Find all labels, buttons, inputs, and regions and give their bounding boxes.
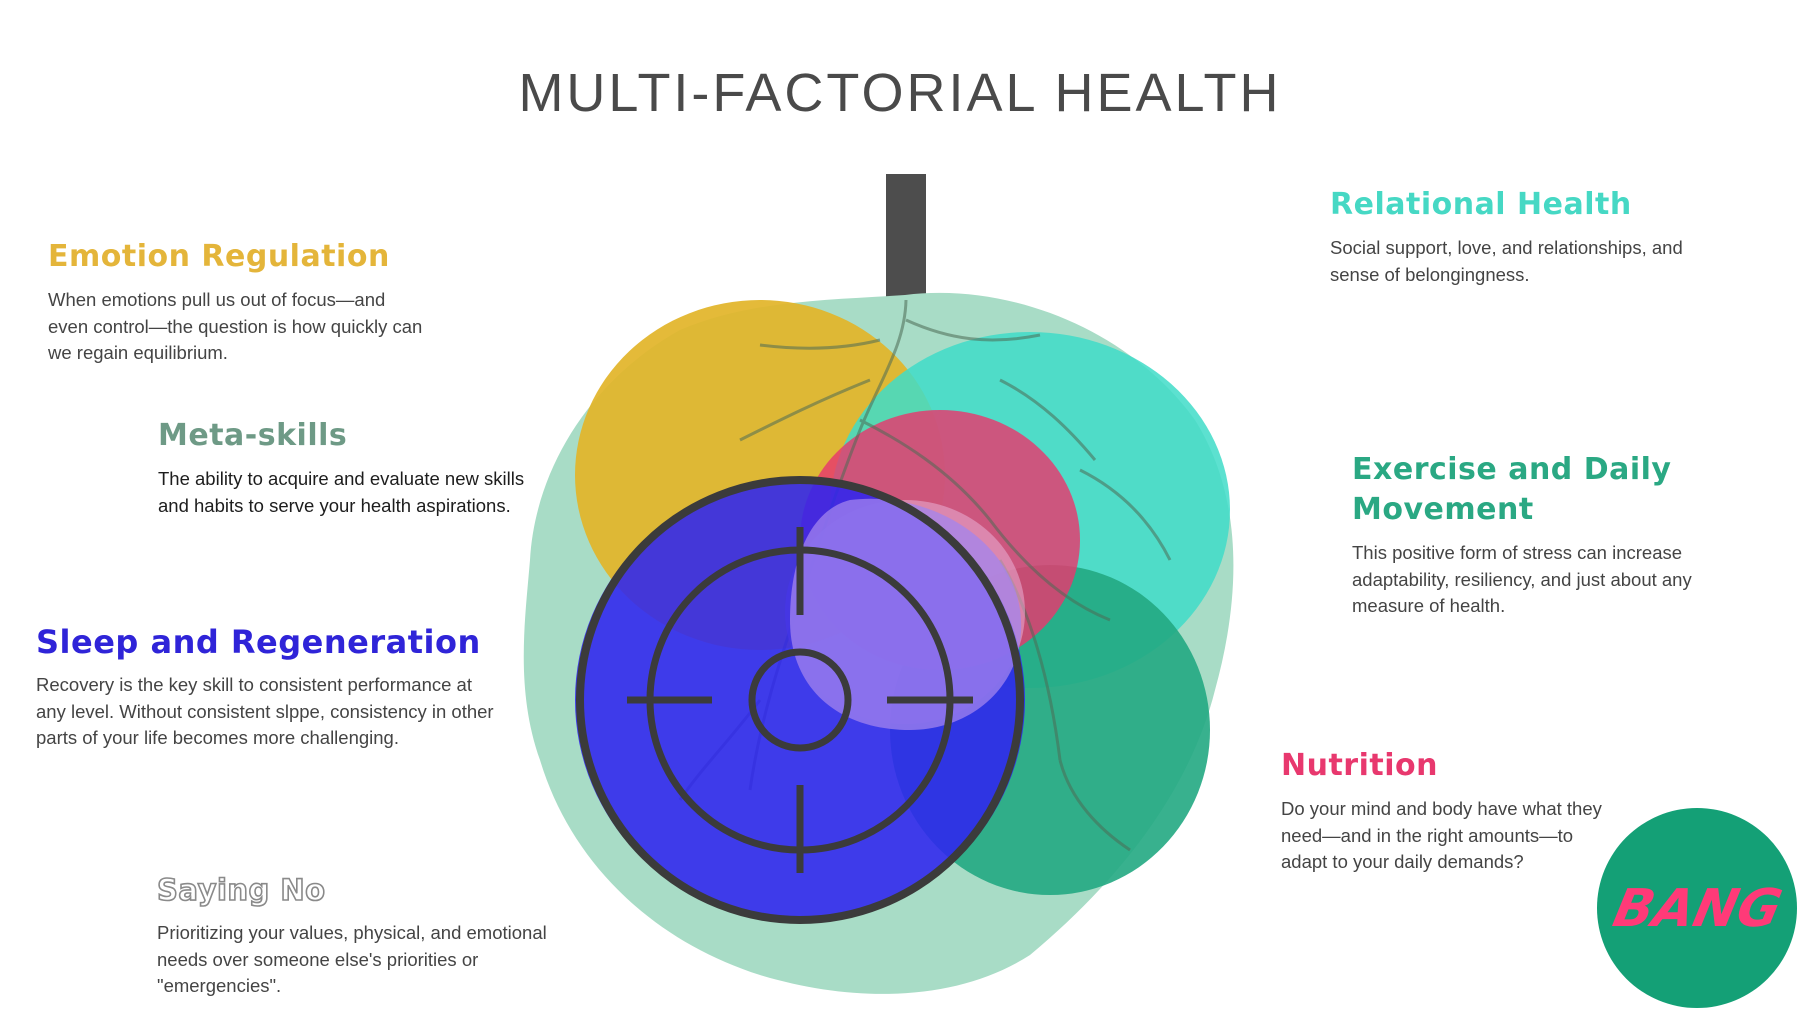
factor-meta-skills: Meta-skills The ability to acquire and e… (158, 416, 528, 519)
bang-logo: BANG (1597, 808, 1797, 1008)
factor-heading: Relational Health (1330, 187, 1632, 222)
factor-exercise-movement: Exercise and Daily Movement This positiv… (1352, 450, 1732, 620)
factor-description: When emotions pull us out of focus—and e… (48, 289, 423, 363)
factor-description: Social support, love, and relationships,… (1330, 237, 1683, 285)
page-title: MULTI-FACTORIAL HEALTH (518, 63, 1282, 123)
factor-heading: Saying No (156, 872, 326, 908)
factor-description: This positive form of stress can increas… (1352, 542, 1692, 616)
factor-description: Recovery is the key skill to consistent … (36, 674, 494, 748)
logo-text: BANG (1608, 879, 1787, 939)
factor-description: Prioritizing your values, physical, and … (157, 922, 547, 996)
factor-nutrition: Nutrition Do your mind and body have wha… (1281, 746, 1611, 876)
factor-description: The ability to acquire and evaluate new … (158, 468, 525, 516)
factor-emotion-regulation: Emotion Regulation When emotions pull us… (48, 237, 428, 367)
factor-description: Do your mind and body have what they nee… (1281, 798, 1602, 872)
factor-heading: Sleep and Regeneration (36, 623, 481, 661)
factor-sleep-regeneration: Sleep and Regeneration Recovery is the k… (36, 622, 506, 752)
factor-relational-health: Relational Health Social support, love, … (1330, 185, 1710, 288)
factor-heading: Meta-skills (158, 418, 348, 453)
target-icon (576, 476, 1024, 924)
factor-heading: Emotion Regulation (48, 239, 390, 274)
factor-heading: Nutrition (1281, 748, 1438, 783)
factor-heading: Exercise and Daily Movement (1352, 452, 1672, 527)
factor-saying-no: Saying No Prioritizing your values, phys… (156, 870, 597, 1000)
